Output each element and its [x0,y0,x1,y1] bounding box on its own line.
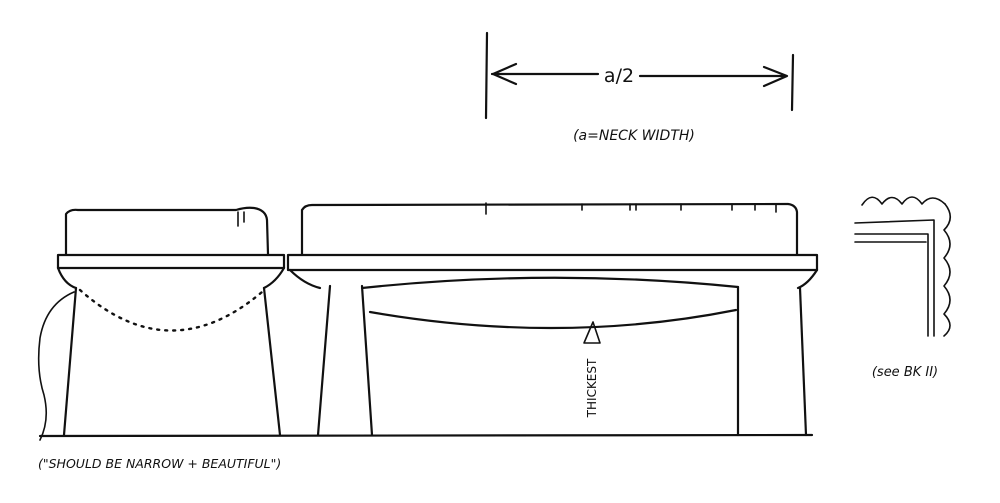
corner-detail-inner-lines [854,219,935,337]
right-bridge-top-block [300,202,799,256]
dimension-right-extension-line [790,53,795,112]
left-bridge-notch [237,211,245,227]
left-bridge-dotted-curve [78,288,264,332]
left-bridge [56,206,286,437]
note-pointer-curve [37,291,75,441]
corner-detail-hatching-side [943,203,952,337]
thickest-label: THICKEST [585,358,599,418]
right-bridge-shoulders [288,268,819,290]
right-bridge-tick-marks [485,202,777,215]
reference-note: (see BK II) [872,365,938,380]
left-bridge-top-block [64,206,270,256]
right-bridge-cap [286,253,819,272]
right-bridge-arch-underside [368,308,738,330]
left-bridge-leg-left [62,286,78,437]
dimension-right-arrow [638,65,789,88]
right-bridge-leg-right-outer [798,286,808,437]
thickest-arrow [583,321,601,344]
dimension-note: (a=NECK WIDTH) [573,128,695,144]
left-bridge-shoulders [56,266,286,290]
dimension-marker: a/2 [484,31,795,120]
right-bridge-arch-top [360,276,740,290]
right-bridge-leg-left-inner [360,284,374,437]
dimension-left-extension-line [484,31,489,120]
corner-detail-hatching-top [861,196,946,206]
dimension-label: a/2 [604,65,634,87]
left-bridge-cap [56,253,286,270]
left-bridge-leg-right [262,286,282,437]
right-bridge-leg-left-outer [316,284,332,437]
corner-detail [854,196,952,337]
dimension-left-arrow [490,62,600,86]
quote-note: ("SHOULD BE NARROW + BEAUTIFUL") [38,456,281,471]
ground-line [38,433,814,438]
right-bridge [286,202,819,437]
